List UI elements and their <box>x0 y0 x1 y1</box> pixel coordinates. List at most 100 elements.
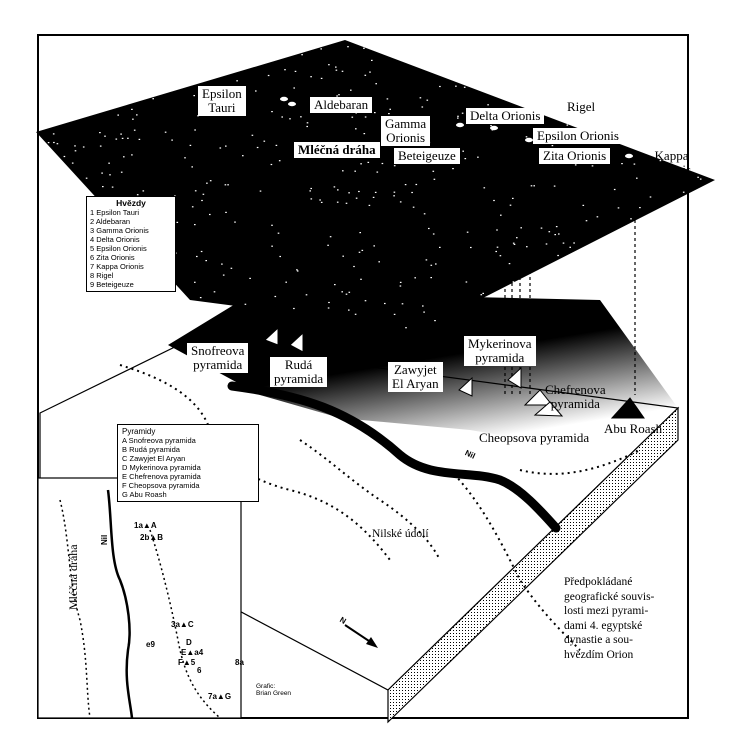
star-dot <box>495 250 497 253</box>
star-dot <box>138 138 141 140</box>
legend-item: 9 Beteigeuze <box>90 280 134 289</box>
star-dot <box>120 171 123 173</box>
legend-item: G Abu Roash <box>122 490 167 499</box>
star-dot <box>194 129 196 131</box>
star-dot <box>548 231 551 233</box>
star-dot <box>432 170 435 172</box>
pyramid-label-ruda: Rudá pyramida <box>270 357 328 387</box>
star-dot <box>591 165 594 167</box>
star-dot <box>512 281 515 283</box>
star-label-gamma-orionis: Gamma Orionis <box>381 116 431 146</box>
star-dot <box>74 145 76 147</box>
star-dot <box>267 74 270 77</box>
star-dot <box>230 267 233 269</box>
star-dot <box>699 178 702 180</box>
star-dot <box>341 291 343 293</box>
star-dot <box>482 292 484 294</box>
star-dot <box>320 201 323 203</box>
star-dot <box>320 77 323 79</box>
star-dot <box>108 162 110 164</box>
star-dot <box>540 227 543 229</box>
star-dot <box>353 265 355 268</box>
star-dot <box>354 313 357 315</box>
star-dot <box>496 246 499 248</box>
legend-item: F Cheopsova pyramida <box>122 481 200 490</box>
star-dot <box>101 172 103 174</box>
star-dot <box>373 245 375 247</box>
star-dot <box>374 191 377 193</box>
star-dot <box>196 255 198 258</box>
star-dot <box>194 190 197 192</box>
star-dot <box>111 186 114 188</box>
star-dot <box>439 85 441 88</box>
star-dot <box>401 303 404 305</box>
star-dot <box>367 161 370 163</box>
star-dot <box>355 128 357 130</box>
star-dot <box>284 69 286 71</box>
star-dot <box>320 48 322 50</box>
star-dot <box>520 227 522 229</box>
star-dot <box>525 136 528 138</box>
star-dot <box>189 144 192 146</box>
star-dot <box>348 192 350 194</box>
star-marker <box>625 153 633 159</box>
star-dot <box>310 198 313 200</box>
star-label-beteigeuze: Beteigeuze <box>394 148 460 164</box>
star-dot <box>123 156 125 158</box>
star-label-delta-orionis: Delta Orionis <box>466 108 545 124</box>
star-dot <box>399 281 402 283</box>
star-dot <box>423 311 425 313</box>
star-dot <box>432 233 435 235</box>
star-dot <box>358 251 361 253</box>
star-dot <box>361 249 364 251</box>
star-dot <box>271 224 273 226</box>
star-dot <box>372 196 375 198</box>
star-dot <box>423 213 426 215</box>
star-dot <box>368 204 371 206</box>
star-dot <box>348 291 351 293</box>
star-dot <box>142 190 145 192</box>
star-dot <box>457 117 459 119</box>
star-dot <box>310 187 312 190</box>
star-dot <box>309 190 311 192</box>
star-dot <box>462 150 464 152</box>
star-dot <box>347 46 349 48</box>
star-dot <box>393 191 396 193</box>
star-dot <box>617 207 620 209</box>
star-dot <box>553 185 556 187</box>
star-dot <box>355 197 358 199</box>
inset-contour-1 <box>59 499 91 719</box>
star-dot <box>412 206 415 208</box>
legend-item: 3 Gamma Orionis <box>90 226 149 235</box>
star-dot <box>56 143 59 145</box>
star-dot <box>426 99 429 101</box>
star-dot <box>194 281 196 283</box>
star-label-zita-orionis: Zita Orionis <box>539 148 611 164</box>
star-dot <box>500 214 502 216</box>
legend-item: 8 Rigel <box>90 271 114 280</box>
star-dot <box>199 297 202 299</box>
star-dot <box>435 263 437 265</box>
star-dot <box>558 233 560 235</box>
star-dot <box>381 162 384 165</box>
star-dot <box>386 98 389 100</box>
star-dot <box>227 184 229 186</box>
star-dot <box>200 250 203 253</box>
legend-item: 5 Epsilon Orionis <box>90 244 147 253</box>
star-dot <box>480 294 483 296</box>
star-dot <box>411 191 413 194</box>
star-label-aldebaran: Aldebaran <box>310 97 373 113</box>
star-dot <box>351 116 354 118</box>
star-dot <box>301 54 303 56</box>
star-dot <box>477 156 479 158</box>
star-dot <box>120 133 122 135</box>
star-dot <box>545 243 548 245</box>
star-dot <box>375 83 377 85</box>
star-dot <box>99 145 102 147</box>
star-dot <box>360 163 362 165</box>
star-dot <box>464 158 467 160</box>
star-dot <box>136 194 139 196</box>
star-dot <box>278 160 281 162</box>
